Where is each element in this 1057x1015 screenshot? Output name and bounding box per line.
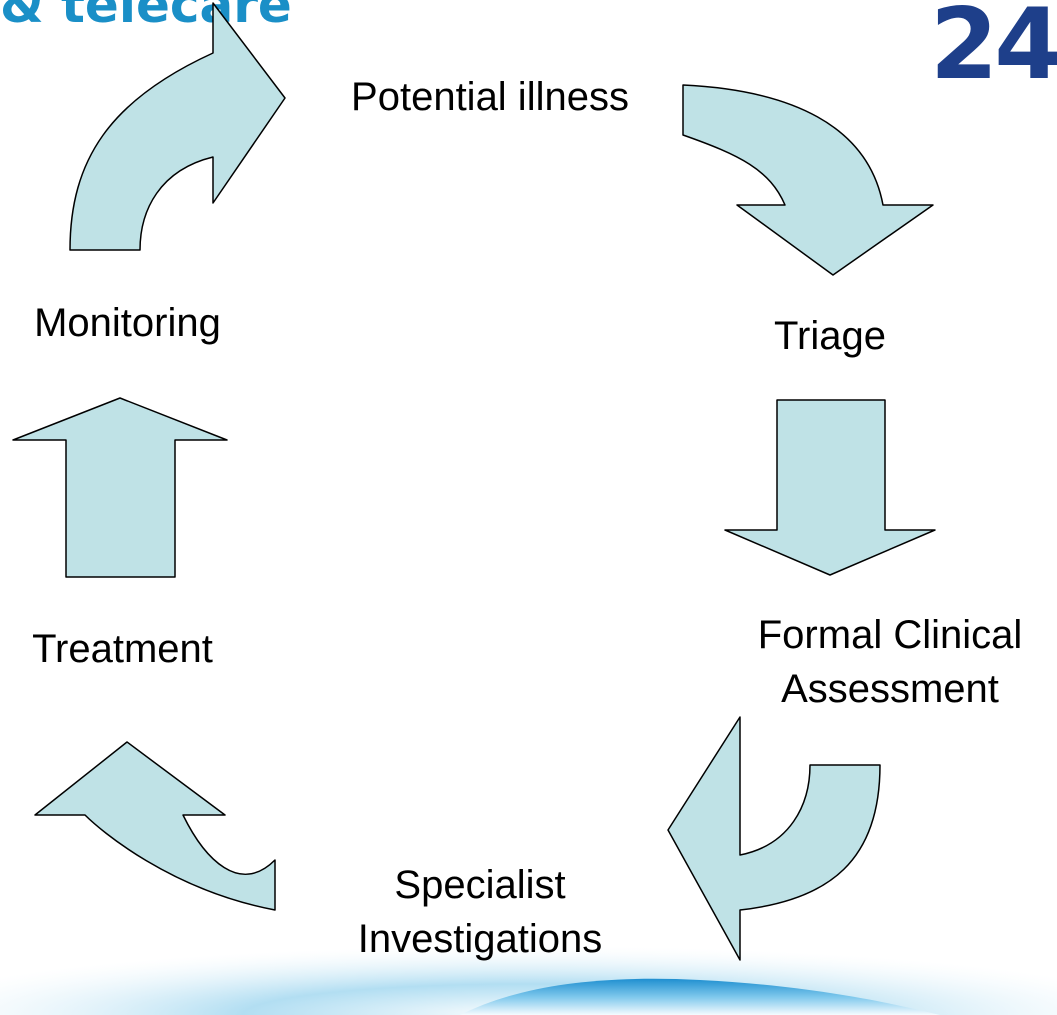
- stage-label-potential-illness: Potential illness: [351, 75, 629, 119]
- stage-label-formal-clinical-assessment-line1: Formal Clinical: [757, 613, 1023, 657]
- stage-label-formal-clinical-assessment-line2: Assessment: [781, 667, 999, 711]
- stage-label-monitoring: Monitoring: [34, 301, 221, 345]
- header-title-fragment: & telecare: [0, 0, 292, 34]
- stage-label-specialist-investigations-line2: Investigations: [357, 917, 603, 961]
- curved-arrow-specialist-to-treatment: [34, 741, 276, 911]
- stage-label-triage: Triage: [774, 314, 886, 358]
- up-arrow-treatment-to-monitoring: [12, 397, 228, 578]
- curved-arrow-monitoring-to-potential-illness: [69, 2, 286, 251]
- stage-label-treatment: Treatment: [32, 627, 213, 671]
- header-badge-fragment: 24: [930, 0, 1057, 102]
- curved-arrow-potential-illness-to-triage: [682, 84, 934, 276]
- curved-arrow-assessment-to-specialist: [667, 716, 881, 961]
- stage-label-specialist-investigations-line1: Specialist: [394, 863, 566, 907]
- down-arrow-triage-to-assessment: [724, 399, 936, 576]
- footer-wave: [460, 978, 940, 1015]
